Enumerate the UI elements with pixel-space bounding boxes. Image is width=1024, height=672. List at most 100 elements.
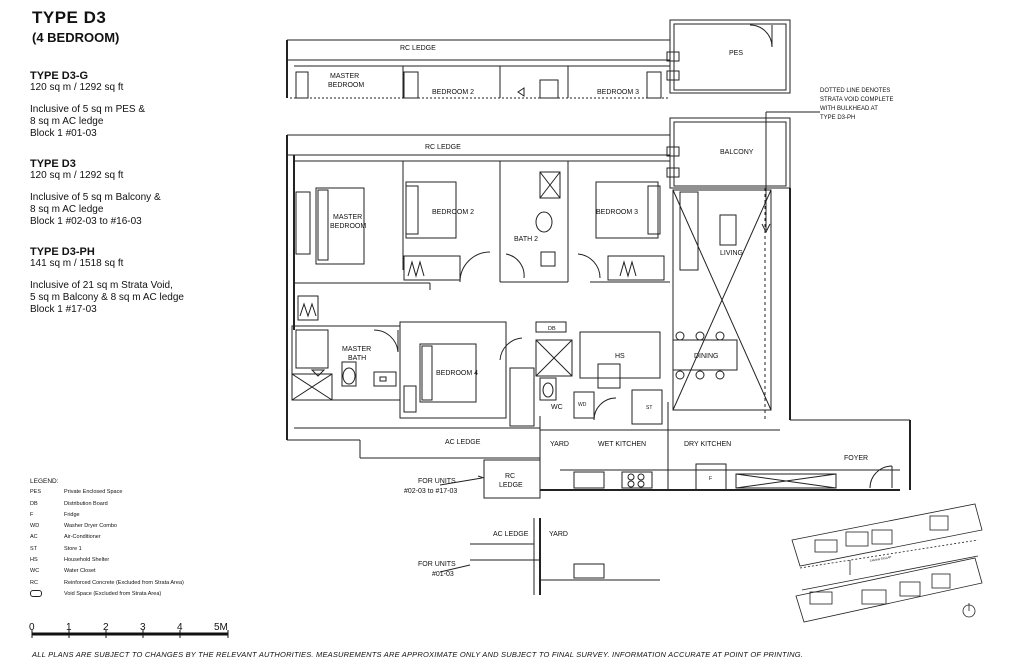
bedroom3-label: BEDROOM 3	[596, 209, 638, 216]
foyer-label: FOYER	[844, 455, 868, 462]
wc-label: WC	[551, 404, 563, 411]
unit-type-note: Inclusive of 5 sq m Balcony &	[30, 192, 161, 203]
legend-text: Private Enclosed Space	[64, 489, 123, 496]
floor-plan: RC LEDGE PES MASTER BEDROOM BEDROOM 2 BE…	[286, 19, 983, 623]
wet-kitchen-label: WET KITCHEN	[598, 441, 646, 448]
dining-label: DINING	[694, 353, 719, 360]
site-road-label: TAMAN SIGLAP	[869, 555, 891, 563]
legend-key: RC	[30, 579, 38, 586]
legend-title: LEGEND:	[30, 478, 59, 485]
legend-item: RC Reinforced Concrete (Excluded from Str…	[30, 578, 290, 589]
yard-label: YARD	[550, 441, 569, 448]
site-key-plan	[791, 503, 983, 623]
bottom-for-units-label: #01-03	[432, 571, 454, 578]
legend-item: DB Distribution Board	[30, 499, 290, 510]
page-title: TYPE D3	[32, 8, 107, 27]
top-plan-variant	[286, 19, 791, 99]
unit-type-note: 5 sq m Balcony & 8 sq m AC ledge	[30, 292, 184, 303]
master-bedroom-label: MASTER	[333, 214, 362, 221]
top-master-bedroom-label: MASTER	[330, 73, 359, 80]
main-plan	[286, 111, 911, 499]
rc-ledge-label: RC LEDGE	[425, 144, 461, 151]
unit-type-name: TYPE D3	[30, 158, 76, 170]
void-space-icon	[30, 589, 64, 600]
scale-bar	[31, 630, 229, 638]
unit-type-note: Inclusive of 21 sq m Strata Void,	[30, 280, 173, 291]
legend-key: WD	[30, 523, 40, 530]
unit-type-note: Block 1 #17-03	[30, 304, 97, 315]
dry-kitchen-label: DRY KITCHEN	[684, 441, 731, 448]
scale-label: 2	[103, 622, 109, 633]
st-label: ST	[646, 405, 652, 411]
balcony-label: BALCONY	[720, 149, 754, 156]
top-bedroom2-label: BEDROOM 2	[432, 89, 474, 96]
bedroom2-label: BEDROOM 2	[432, 209, 474, 216]
legend-key: DB	[30, 500, 38, 507]
legend-text: Distribution Board	[64, 500, 108, 507]
page-subtitle: (4 BEDROOM)	[32, 30, 120, 45]
void-note-line: STRATA VOID COMPLETE	[820, 97, 893, 103]
scale-label: 3	[140, 622, 146, 633]
bath2-label: BATH 2	[514, 236, 538, 243]
legend-text: Washer Dryer Combo	[64, 523, 117, 530]
legend-key: ST	[30, 545, 38, 552]
legend-item: AC Air-Conditioner	[30, 532, 290, 543]
unit-type-note: Inclusive of 5 sq m PES &	[30, 104, 146, 115]
unit-type-area: 141 sq m / 1518 sq ft	[30, 258, 124, 269]
master-bath-label: MASTER	[342, 346, 371, 353]
bottom-ac-ledge-label: AC LEDGE	[493, 531, 529, 538]
unit-type-area: 120 sq m / 1292 sq ft	[30, 82, 124, 93]
rc-ledge-label: LEDGE	[499, 482, 523, 489]
legend-item: HS Household Shelter	[30, 555, 290, 566]
legend-item: Void Space (Excluded from Strata Area)	[30, 589, 290, 600]
unit-type-d3: TYPE D3 120 sq m / 1292 sq ft Inclusive …	[30, 158, 270, 228]
bottom-plan-variant	[439, 518, 660, 595]
top-master-bedroom-label: BEDROOM	[328, 82, 364, 89]
legend-item: PES Private Enclosed Space	[30, 487, 290, 498]
legend-text: Fridge	[64, 511, 80, 518]
legend-text: Store 1	[64, 545, 82, 552]
bedroom4-label: BEDROOM 4	[436, 370, 478, 377]
legend-key: WC	[30, 568, 40, 575]
top-bedroom3-label: BEDROOM 3	[597, 89, 639, 96]
disclaimer-footer: ALL PLANS ARE SUBJECT TO CHANGES BY THE …	[32, 650, 804, 659]
top-rc-ledge-label: RC LEDGE	[400, 45, 436, 52]
legend-text: Air-Conditioner	[64, 534, 101, 541]
bottom-for-units-label: FOR UNITS	[418, 561, 456, 568]
unit-type-note: Block 1 #02-03 to #16-03	[30, 216, 142, 227]
legend-item: F Fridge	[30, 510, 290, 521]
legend-text: Reinforced Concrete (Excluded from Strat…	[64, 579, 184, 586]
hs-label: HS	[615, 353, 625, 360]
legend-text: Household Shelter	[64, 557, 110, 564]
rc-ledge-label: RC	[505, 473, 515, 480]
scale-label: 4	[177, 622, 183, 633]
living-label: LIVING	[720, 250, 743, 257]
unit-type-note: Block 1 #01-03	[30, 128, 97, 139]
pes-label: PES	[729, 50, 743, 57]
unit-type-name: TYPE D3-G	[30, 70, 89, 82]
unit-type-note: 8 sq m AC ledge	[30, 204, 104, 215]
legend-key: F	[30, 511, 34, 518]
legend-key: AC	[30, 534, 38, 541]
db-label: DB	[548, 326, 556, 332]
fridge-label: F	[709, 476, 712, 482]
legend-text: Void Space (Excluded from Strata Area)	[64, 590, 162, 597]
legend-item: WC Water Closet	[30, 566, 290, 577]
scale-label: 0	[29, 622, 35, 633]
scale-label: 5M	[214, 622, 228, 633]
void-note-line: DOTTED LINE DENOTES	[820, 88, 890, 94]
for-units-label: FOR UNITS	[418, 478, 456, 485]
ac-ledge-label: AC LEDGE	[445, 439, 481, 446]
unit-type-name: TYPE D3-PH	[30, 246, 95, 258]
bottom-yard-label: YARD	[549, 531, 568, 538]
legend-text: Water Closet	[64, 568, 96, 575]
legend: LEGEND: PES Private Enclosed Space DB Dist…	[30, 476, 290, 600]
unit-type-d3ph: TYPE D3-PH 141 sq m / 1518 sq ft Inclusi…	[30, 246, 270, 316]
unit-type-note: 8 sq m AC ledge	[30, 116, 104, 127]
legend-item: ST Store 1	[30, 544, 290, 555]
master-bedroom-label: BEDROOM	[330, 223, 366, 230]
void-note-line: TYPE D3-PH	[820, 115, 855, 121]
legend-key: PES	[30, 489, 42, 496]
legend-key: HS	[30, 557, 38, 564]
legend-item: WD Washer Dryer Combo	[30, 521, 290, 532]
